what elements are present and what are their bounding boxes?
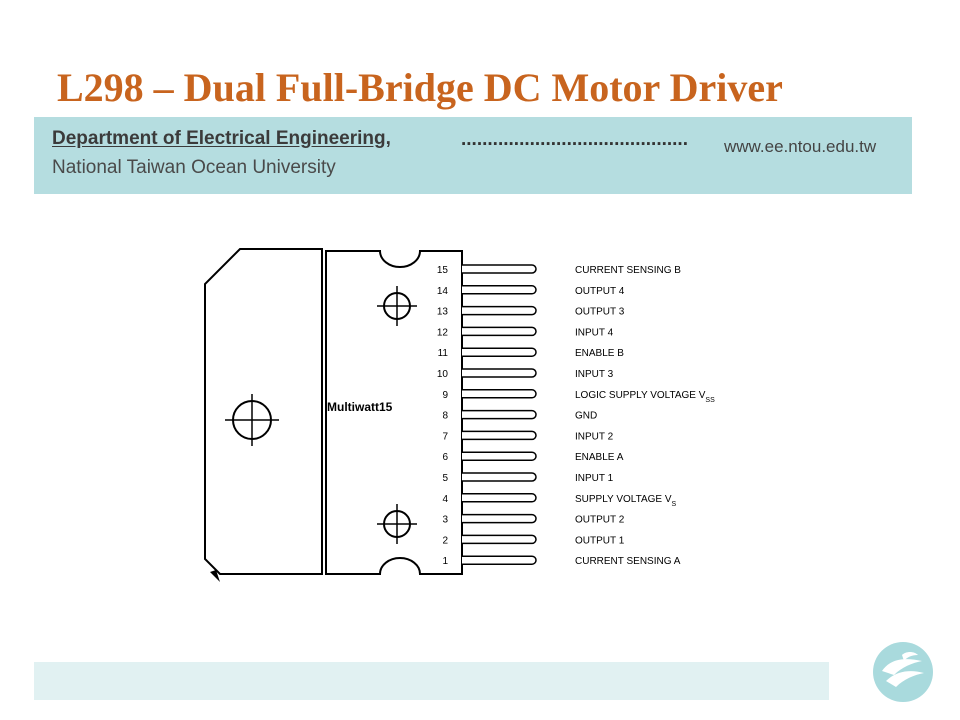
- pin-lead: [462, 389, 537, 399]
- pin-lead: [462, 305, 537, 316]
- package-tab: [204, 248, 323, 575]
- pin-label: SUPPLY VOLTAGE VS: [575, 494, 677, 508]
- pin-row: 8 GND: [442, 409, 597, 422]
- pin-label: LOGIC SUPPLY VOLTAGE VSS: [575, 390, 715, 404]
- pin-number: 14: [437, 286, 449, 297]
- pin-number: 11: [438, 348, 449, 359]
- pin-row: 14 OUTPUT 4: [437, 285, 625, 297]
- pin-row: 2 OUTPUT 1: [442, 534, 625, 546]
- pin-label: INPUT 1: [575, 473, 614, 484]
- pin-number: 3: [442, 515, 448, 526]
- pin-number: 13: [437, 307, 449, 318]
- pin-lead: [462, 264, 537, 274]
- pin-lead: [462, 326, 537, 337]
- pin-number: 8: [442, 411, 448, 422]
- pin-lead: [462, 472, 537, 482]
- pin-row: 3 OUTPUT 2: [442, 513, 625, 526]
- pin-lead: [462, 285, 537, 295]
- pin-number: 12: [437, 327, 449, 338]
- pin-number: 7: [442, 431, 448, 442]
- pin-number: 1: [442, 556, 448, 567]
- pin-label: CURRENT SENSING A: [575, 556, 681, 567]
- header-band: Department of Electrical Engineering, Na…: [34, 117, 912, 194]
- university-name: National Taiwan Ocean University: [52, 157, 336, 178]
- university-logo-icon: [873, 642, 933, 702]
- pin-number: 9: [442, 390, 448, 401]
- pin-row: 15 CURRENT SENSING B: [437, 264, 681, 276]
- pin-number: 15: [437, 265, 449, 276]
- pin-row: 13 OUTPUT 3: [437, 305, 625, 318]
- pin-row: 1 CURRENT SENSING A: [442, 555, 681, 567]
- pin-lead: [462, 493, 537, 503]
- footer-band: [34, 662, 829, 700]
- crosshair-icon: [377, 504, 417, 544]
- pin-label: INPUT 4: [575, 327, 614, 338]
- pin-lead: [462, 347, 537, 357]
- pin-row: 12 INPUT 4: [437, 326, 614, 338]
- pin1-marker: [210, 570, 220, 582]
- pin-number: 2: [442, 535, 448, 546]
- pin-lead: [462, 368, 537, 378]
- pin-row: 5 INPUT 1: [442, 472, 614, 484]
- pin-row: 7 INPUT 2: [442, 430, 614, 442]
- pin-label: GND: [575, 411, 597, 422]
- pin-number: 4: [442, 494, 448, 505]
- pin-label: CURRENT SENSING B: [575, 265, 681, 276]
- pin-number: 6: [442, 452, 448, 463]
- pin-label: OUTPUT 1: [575, 535, 625, 546]
- crosshair-icon: [377, 286, 417, 326]
- pin-lead: [462, 430, 537, 441]
- pin-row: 4 SUPPLY VOLTAGE VS: [442, 493, 677, 508]
- pin-lead: [462, 534, 537, 545]
- dotted-leader: ........................................…: [461, 129, 688, 150]
- pin-lead: [462, 451, 537, 461]
- pin-row: 11 ENABLE B: [438, 347, 624, 359]
- pin-lead: [462, 409, 537, 420]
- pin-label: ENABLE A: [575, 452, 624, 463]
- pin-label: OUTPUT 2: [575, 515, 625, 526]
- website-link[interactable]: www.ee.ntou.edu.tw: [724, 137, 877, 156]
- pin-row: 9 LOGIC SUPPLY VOLTAGE VSS: [442, 389, 715, 404]
- pin-number: 10: [437, 369, 449, 380]
- pin-label: OUTPUT 3: [575, 307, 625, 318]
- pin-row: 10 INPUT 3: [437, 368, 614, 380]
- pin-number: 5: [442, 473, 448, 484]
- mounting-hole-icon: [225, 394, 279, 446]
- package-body: [325, 250, 463, 575]
- pin-label: INPUT 2: [575, 431, 614, 442]
- slide-title: L298 – Dual Full-Bridge DC Motor Driver: [57, 65, 783, 110]
- pin-label: ENABLE B: [575, 348, 624, 359]
- department-name: Department of Electrical Engineering,: [52, 128, 391, 149]
- package-label: Multiwatt15: [327, 400, 393, 414]
- pin-label: INPUT 3: [575, 369, 614, 380]
- pin-lead: [462, 555, 537, 565]
- pin-lead: [462, 513, 537, 524]
- pin-label: OUTPUT 4: [575, 286, 625, 297]
- pin-row: 6 ENABLE A: [442, 451, 624, 463]
